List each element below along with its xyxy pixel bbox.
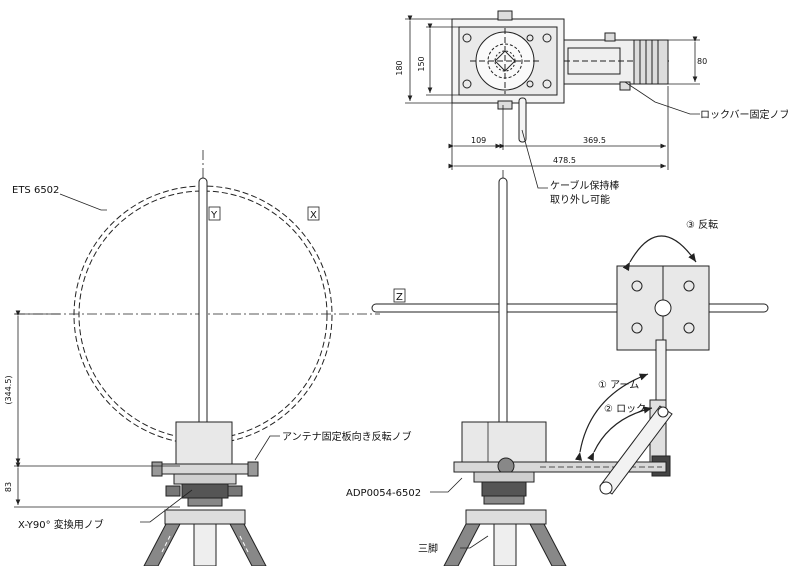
dim-150: 150 [417,56,426,71]
label-arm: ① アーム [598,379,639,391]
arm-arrow [574,373,649,461]
antenna-block [175,421,233,465]
dim-109: 109 [471,136,486,145]
top-view [451,10,672,143]
label-lock-knob: ロックバー固定ノブ [700,108,788,121]
axis-z-label: Z [396,292,403,303]
side-block [461,421,547,465]
loop-text: ETS 6502 Y X (344.5) 83 アンテナ固定板向き反転ノブ X-… [4,185,412,531]
flip-arrow [622,235,697,272]
axis-x-label: X [310,210,317,221]
label-tripod: 三脚 [418,542,438,555]
label-ets: ETS 6502 [12,185,59,196]
y-element [198,177,208,447]
dim-80: 80 [697,57,707,66]
dim-344: (344.5) [4,375,13,404]
side-view [371,170,769,566]
label-xy-knob: X-Y90° 変換用ノブ [18,518,104,531]
dim-369: 369.5 [583,136,606,145]
label-cable-rod: ケーブル保持棒 [550,179,619,192]
label-lock: ② ロック [604,403,646,415]
label-flip: ③ 反転 [686,219,718,231]
axis-y-label: Y [210,210,218,221]
dim-83: 83 [4,482,13,492]
vertical-element [498,177,508,459]
dim-180: 180 [395,60,404,75]
dim-478: 478.5 [553,156,576,165]
top-dimensions [405,15,700,189]
top-dim-text: 180 150 80 109 369.5 478.5 ロックバー固定ノブ ケーブ… [395,56,788,206]
cable-rod-top [518,97,527,143]
label-adp: ADP0054-6502 [346,488,421,499]
label-antenna-knob: アンテナ固定板向き反転ノブ [282,430,412,443]
lock-arrow [587,406,653,462]
side-text: Z ③ 反転 ① アーム ② ロック ADP0054-6502 三脚 [346,219,718,555]
label-removable: 取り外し可能 [550,193,610,206]
loop-antenna-view [14,150,380,566]
